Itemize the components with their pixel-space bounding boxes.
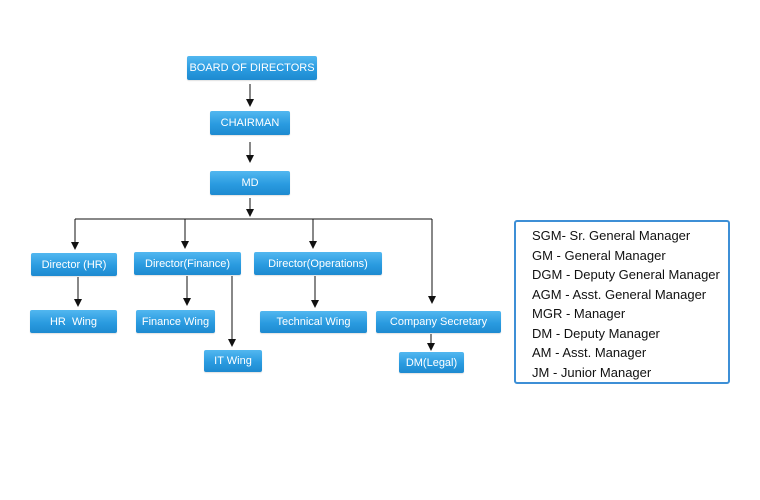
technical-wing-node: Technical Wing — [260, 311, 367, 333]
it-wing-node: IT Wing — [204, 350, 262, 372]
md-node: MD — [210, 171, 290, 195]
board-of-directors-node: BOARD OF DIRECTORS — [187, 56, 317, 80]
legend-item: SGM- Sr. General Manager — [532, 228, 691, 243]
legend-item: DM - Deputy Manager — [532, 325, 660, 341]
hr-wing-node: HR Wing — [30, 310, 117, 333]
director-hr-node: Director (HR) — [31, 253, 117, 276]
legend-item: DGM - Deputy General Manager — [532, 267, 720, 282]
dm-legal-node: DM(Legal) — [399, 352, 464, 373]
legend-item: JM - Junior Manager — [532, 364, 652, 380]
finance-wing-node: Finance Wing — [136, 310, 215, 333]
legend-item: GM - General Manager — [532, 247, 666, 263]
legend-item: MGR - Manager — [532, 306, 626, 321]
director-operations-node: Director(Operations) — [254, 252, 382, 275]
legend-item: AGM - Asst. General Manager — [532, 286, 707, 302]
legend-item: AM - Asst. Manager — [532, 345, 647, 360]
chairman-node: CHAIRMAN — [210, 111, 290, 135]
company-secretary-node: Company Secretary — [376, 311, 501, 333]
abbreviation-legend: SGM- Sr. General Manager GM - General Ma… — [514, 220, 730, 384]
director-finance-node: Director(Finance) — [134, 252, 241, 275]
